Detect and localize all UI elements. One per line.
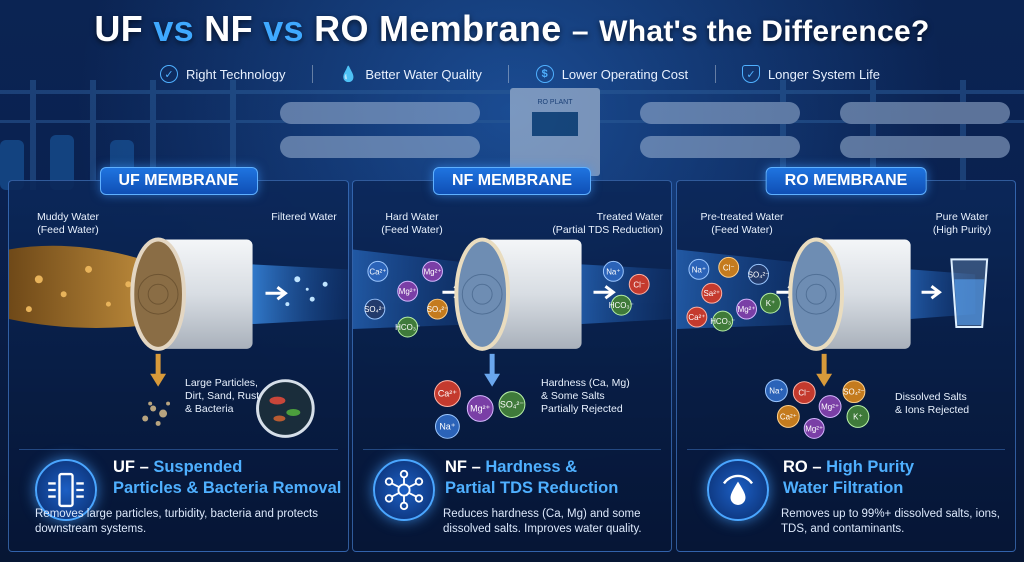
ro-feed-ion: Ca²⁺ xyxy=(688,313,705,322)
ro-rejected-ion: Cl⁻ xyxy=(798,389,810,398)
glass-of-water-icon xyxy=(950,258,989,329)
ro-panel-tag: RO MEMBRANE xyxy=(765,167,927,195)
uf-membrane-panel: UF MEMBRANE Muddy Water (Feed Water) Fil… xyxy=(8,167,349,552)
ro-feed-ion: HCO₃⁻ xyxy=(710,317,735,326)
uf-filter-icon xyxy=(35,459,97,521)
nf-network-icon xyxy=(373,459,435,521)
ro-benefit-description: Removes up to 99%+ dissolved salts, ions… xyxy=(781,508,1000,535)
nf-feed-ion: SO₄²⁻ xyxy=(427,305,449,314)
ro-feed-ion: SO₄²⁻ xyxy=(748,270,770,279)
ro-benefit-title: RO – High Purity Water Filtration xyxy=(783,458,915,497)
benefit-separator xyxy=(311,65,313,83)
dollar-icon: $ xyxy=(535,65,554,83)
uf-output-label: Filtered Water xyxy=(271,211,337,223)
benefit-right-technology: ✓ Right Technology xyxy=(160,65,286,83)
nf-output-ion: Cl⁻ xyxy=(633,280,645,289)
ro-feed-ion: Mg²⁺ xyxy=(738,305,756,314)
ro-feed-ion: Na⁺ xyxy=(692,265,706,274)
benefit-water-quality: 💧 Better Water Quality xyxy=(338,66,482,83)
nf-feed-ion: HCO₃⁻ xyxy=(395,323,420,332)
nf-output-ion: Na⁺ xyxy=(606,267,620,276)
ro-rejected-ion: Na⁺ xyxy=(769,387,783,396)
nf-output-ion: HCO₃⁻ xyxy=(609,301,634,310)
nf-rejected-ion: Mg²⁺ xyxy=(470,403,490,413)
uf-feed-label: Muddy Water (Feed Water) xyxy=(36,211,100,236)
uf-membrane-illustration xyxy=(9,237,348,438)
shield-icon: ✓ xyxy=(741,65,760,83)
nf-panel-divider xyxy=(363,449,661,450)
benefit-separator xyxy=(714,65,716,83)
benefits-bar: ✓ Right Technology 💧 Better Water Qualit… xyxy=(160,60,880,88)
ro-membrane-panel: RO MEMBRANE Pre-treated Water (Feed Wate… xyxy=(676,167,1016,552)
nf-feed-ion: Mg²⁺ xyxy=(424,267,442,276)
ro-rejected-ion: Mg²⁺ xyxy=(805,424,823,433)
ro-output-label: Pure Water (High Purity) xyxy=(932,211,992,236)
check-icon: ✓ xyxy=(160,65,178,83)
nf-panel-tag: NF MEMBRANE xyxy=(433,167,591,195)
nf-feed-ion: Ca²⁺ xyxy=(369,267,386,276)
nf-benefit-title: NF – Hardness & Partial TDS Reduction xyxy=(445,458,619,497)
ro-panel-divider xyxy=(687,449,1005,450)
nf-rejected-ion: Ca²⁺ xyxy=(438,389,457,399)
ro-rejected-ion: Ca²⁺ xyxy=(780,412,797,421)
nf-feed-label: Hard Water (Feed Water) xyxy=(381,211,443,236)
uf-panel-tag: UF MEMBRANE xyxy=(99,167,258,195)
ro-rejected-label: Dissolved Salts & Ions Rejected xyxy=(895,391,970,416)
ro-rejected-ion: SO₄²⁻ xyxy=(843,388,865,397)
ro-feed-ion: Sa²⁺ xyxy=(704,289,721,298)
nf-output-label: Treated Water (Partial TDS Reduction) xyxy=(552,211,663,236)
ro-droplet-icon xyxy=(707,459,769,521)
uf-benefit-description: Removes large particles, turbidity, bact… xyxy=(35,508,318,535)
nf-feed-ion: SO₄²⁻ xyxy=(364,305,386,314)
ro-rejected-ion: Mg²⁺ xyxy=(821,403,839,412)
uf-panel-divider xyxy=(19,449,338,450)
benefit-separator xyxy=(508,65,510,83)
background-plant-pipes: RO PLANT xyxy=(0,80,1024,190)
ro-membrane-illustration: Na⁺ Cl⁻ SO₄²⁻ Sa²⁺ Ca²⁺ HCO₃⁻ Mg²⁺ K⁺ Na… xyxy=(677,237,989,439)
ro-rejected-ion: K⁺ xyxy=(853,412,862,421)
plant-sign-text: RO PLANT xyxy=(537,99,573,106)
ro-feed-ion: K⁺ xyxy=(766,299,775,308)
page-title: UF vs NF vs RO Membrane – What's the Dif… xyxy=(94,8,930,49)
benefit-system-life: ✓ Longer System Life xyxy=(741,65,880,83)
ro-feed-ion: Cl⁻ xyxy=(723,263,735,272)
uf-rejected-label: Large Particles, Dirt, Sand, Rust & Bact… xyxy=(185,377,260,415)
nf-rejected-label: Hardness (Ca, Mg) & Some Salts Partially… xyxy=(541,377,630,415)
nf-benefit-description: Reduces hardness (Ca, Mg) and some disso… xyxy=(443,508,642,535)
nf-membrane-illustration: Ca²⁺ Mg²⁺ Mg²⁺ SO₄²⁻ SO₄²⁻ HCO₃⁻ Na⁺ Cl⁻… xyxy=(353,237,671,439)
benefit-operating-cost: $ Lower Operating Cost xyxy=(535,65,688,83)
uf-benefit-title: UF – Suspended Particles & Bacteria Remo… xyxy=(113,458,342,497)
nf-rejected-ion: Na⁺ xyxy=(439,421,455,431)
nf-membrane-panel: NF MEMBRANE Hard Water (Feed Water) Trea… xyxy=(352,167,672,552)
water-drop-icon: 💧 xyxy=(338,66,358,83)
nf-feed-ion: Mg²⁺ xyxy=(399,287,417,296)
ro-feed-label: Pre-treated Water (Feed Water) xyxy=(700,211,784,236)
nf-rejected-ion: SO₄²⁻ xyxy=(500,400,525,410)
